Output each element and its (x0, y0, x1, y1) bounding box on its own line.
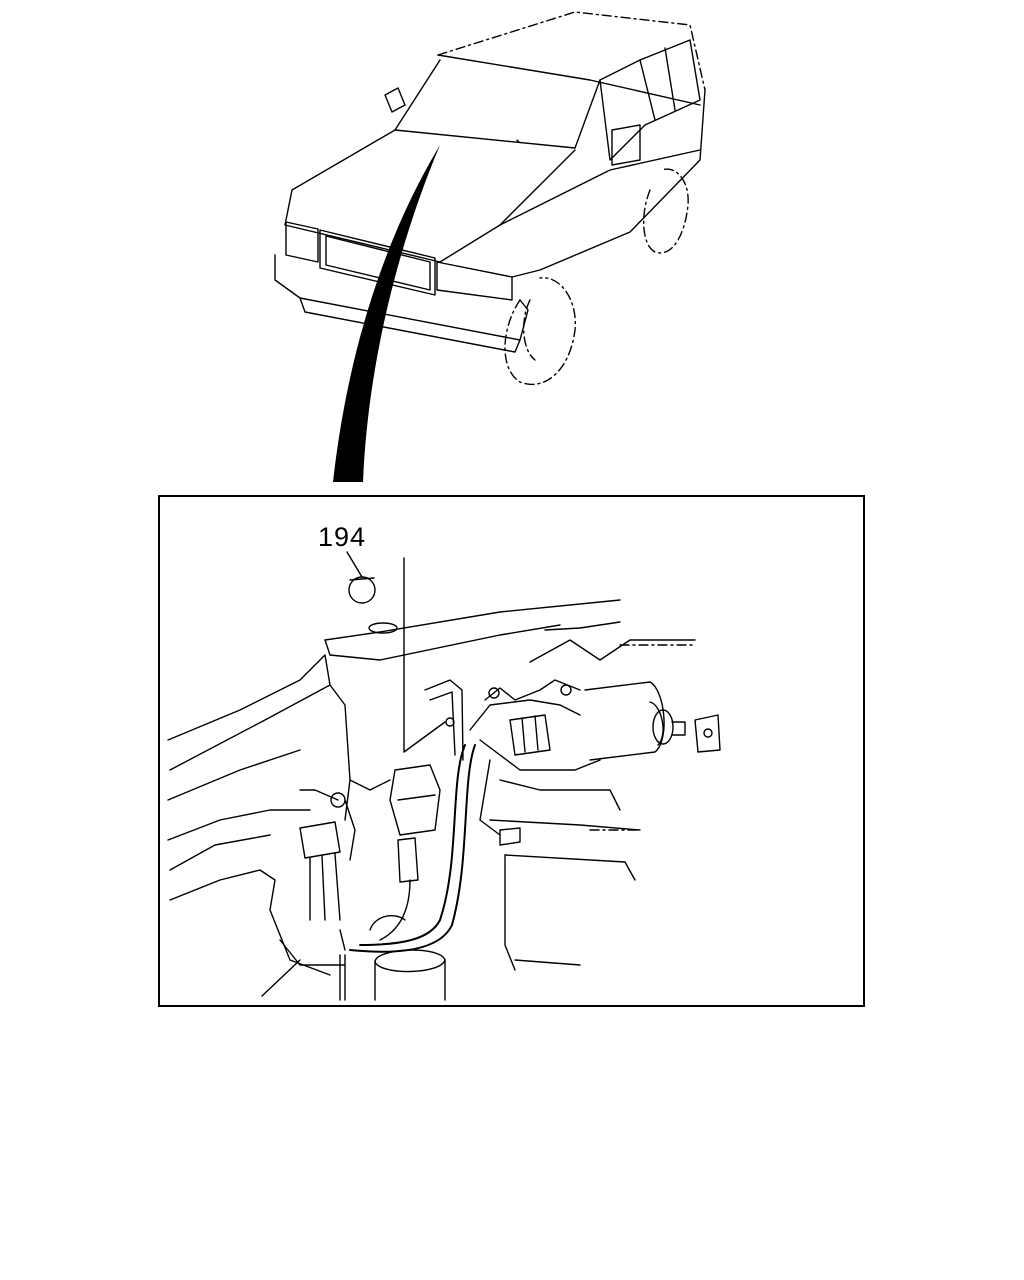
detail-frame (158, 495, 865, 1007)
engine-bay-detail (167, 551, 721, 1001)
callout-label-194: 194 (318, 522, 367, 552)
vehicle-illustration (274, 11, 706, 386)
zoom-pointer (333, 145, 440, 482)
grommet-plug (348, 576, 376, 604)
